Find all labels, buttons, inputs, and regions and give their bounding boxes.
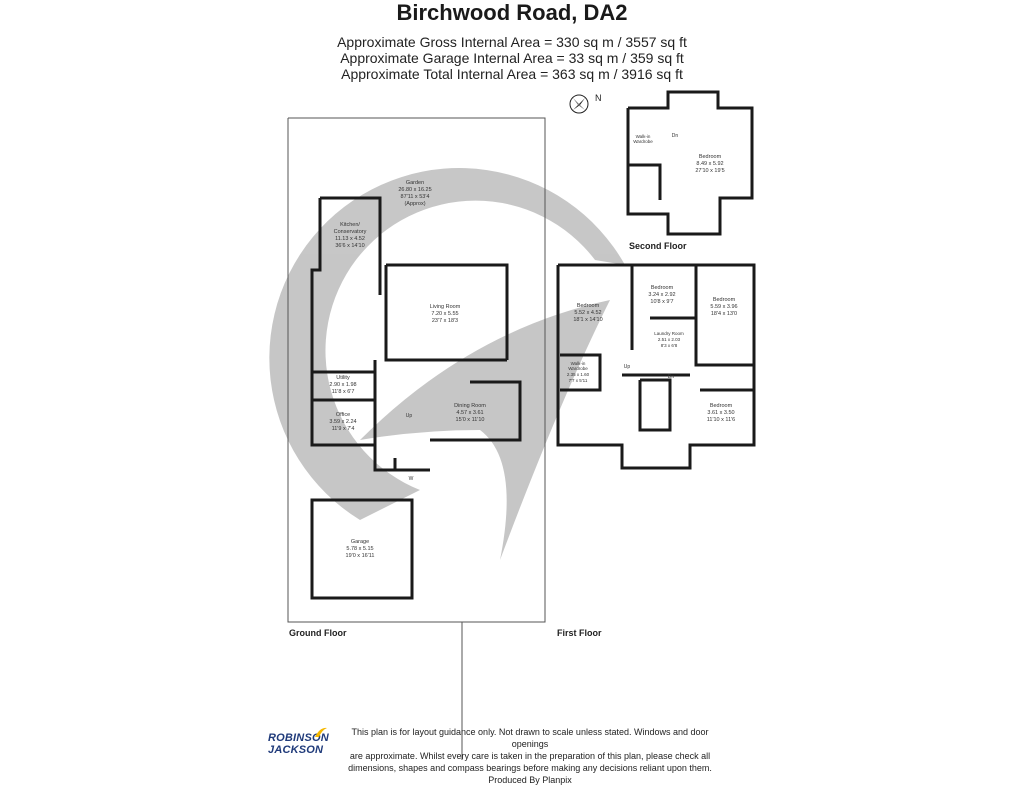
- bedroom-4-dims-m: 3.61 x 3.50: [707, 410, 734, 416]
- gross-area: Approximate Gross Internal Area = 330 sq…: [337, 34, 687, 50]
- floor-plan-drawing: N Garden 26.80 x 16.25 87'11 x 53'4 (App…: [269, 90, 756, 760]
- garden-approx: (Approx): [404, 201, 425, 207]
- second-floor-label: Second Floor: [629, 241, 687, 251]
- garage-area: Approximate Garage Internal Area = 33 sq…: [340, 50, 684, 66]
- disclaimer-line-2: are approximate. Whilst every care is ta…: [349, 751, 711, 761]
- garage-label: Garage: [351, 539, 369, 545]
- second-floor-walls: [626, 90, 754, 236]
- company-logo: ROBINSON JACKSON: [268, 727, 329, 756]
- walkin-ff-label: Walk-in: [571, 361, 586, 366]
- garage-dims-m: 5.78 x 5.15: [346, 546, 373, 552]
- kitchen-label: Kitchen/: [340, 222, 360, 228]
- garden-dims-m: 26.80 x 16.25: [398, 187, 431, 193]
- bedroom-3-dims-ft: 18'4 x 13'0: [711, 311, 737, 317]
- logo-line-1: ROBINSON: [268, 732, 329, 744]
- ground-floor-walls: [310, 196, 522, 472]
- disclaimer: This plan is for layout guidance only. N…: [340, 726, 720, 786]
- utility-label: Utility: [336, 375, 350, 381]
- garage-dims-ft: 19'0 x 16'11: [346, 553, 375, 559]
- living-dims-ft: 23'7 x 18'3: [432, 318, 458, 324]
- kitchen-label-2: Conservatory: [334, 229, 367, 235]
- bedroom-4-dims-ft: 11'10 x 11'6: [707, 417, 736, 423]
- plot-boundary: [287, 117, 546, 623]
- garden-label: Garden: [406, 180, 424, 186]
- dining-dims-m: 4.57 x 3.61: [456, 410, 483, 416]
- dining-dims-ft: 15'0 x 11'10: [456, 417, 485, 423]
- bedroom-1-dims-ft: 18'1 x 14'10: [573, 317, 602, 323]
- utility-dims-ft: 11'8 x 6'7: [332, 389, 355, 395]
- bedroom-3-label: Bedroom: [713, 297, 736, 303]
- bedroom-sf-label: Bedroom: [699, 154, 722, 160]
- producer-credit: Produced By Planpix: [488, 775, 572, 785]
- garage-walls: [310, 498, 414, 600]
- bedroom-2-label: Bedroom: [651, 285, 674, 291]
- bedroom-1-dims-m: 5.52 x 4.52: [574, 310, 601, 316]
- compass: N: [569, 93, 602, 114]
- laundry-label: Laundry Room: [654, 331, 684, 336]
- front-door-mark: W: [409, 476, 414, 482]
- office-label: Office: [336, 412, 350, 418]
- utility-dims-m: 2.90 x 1.98: [329, 382, 356, 388]
- first-floor-walls: [556, 263, 756, 470]
- first-up-mark: Up: [624, 364, 631, 370]
- kitchen-dims-m: 11.13 x 4.52: [335, 236, 365, 242]
- logo-line-2: JACKSON: [268, 744, 324, 756]
- disclaimer-line-1: This plan is for layout guidance only. N…: [351, 727, 709, 749]
- kitchen-dims-ft: 36'6 x 14'10: [335, 243, 364, 249]
- walkin-sf-label: Walk-in: [636, 134, 651, 139]
- compass-north-label: N: [595, 93, 602, 103]
- bedroom-1-label: Bedroom: [577, 303, 600, 309]
- walkin-ff-label-2: Wardrobe: [568, 366, 588, 371]
- bedroom-4-label: Bedroom: [710, 403, 733, 409]
- total-area: Approximate Total Internal Area = 363 sq…: [341, 66, 683, 82]
- walkin-sf-label-2: Wardrobe: [633, 139, 653, 144]
- logo-swoosh-icon: [315, 727, 327, 737]
- bedroom-sf-dims-m: 8.49 x 5.92: [696, 161, 723, 167]
- garden-dims-ft: 87'11 x 53'4: [401, 194, 430, 200]
- watermark-logo: [269, 168, 625, 560]
- ground-up-mark: Up: [406, 413, 413, 419]
- office-dims-m: 3.59 x 2.24: [329, 419, 356, 425]
- bedroom-2-dims-m: 3.24 x 2.92: [648, 292, 675, 298]
- bedroom-2-dims-ft: 10'8 x 9'7: [650, 299, 673, 305]
- laundry-dims-m: 2.51 x 2.03: [658, 337, 681, 342]
- page-title: Birchwood Road, DA2: [396, 0, 628, 25]
- walkin-ff-dims-ft: 7'7 x 5'11: [569, 378, 588, 383]
- living-label: Living Room: [430, 304, 461, 310]
- bedroom-sf-dims-ft: 27'10 x 19'5: [695, 168, 724, 174]
- first-dn-mark: Dn: [668, 374, 675, 380]
- office-dims-ft: 11'9 x 7'4: [332, 426, 355, 432]
- living-dims-m: 7.20 x 5.55: [431, 311, 458, 317]
- disclaimer-line-3: dimensions, shapes and compass bearings …: [348, 763, 712, 773]
- first-floor-label: First Floor: [557, 628, 602, 638]
- laundry-dims-ft: 8'3 x 6'8: [661, 343, 678, 348]
- walkin-ff-dims-m: 2.35 x 1.60: [567, 372, 590, 377]
- ground-floor-label: Ground Floor: [289, 628, 347, 638]
- dining-label: Dining Room: [454, 403, 486, 409]
- second-dn-mark: Dn: [672, 133, 679, 139]
- bedroom-3-dims-m: 5.59 x 3.96: [710, 304, 737, 310]
